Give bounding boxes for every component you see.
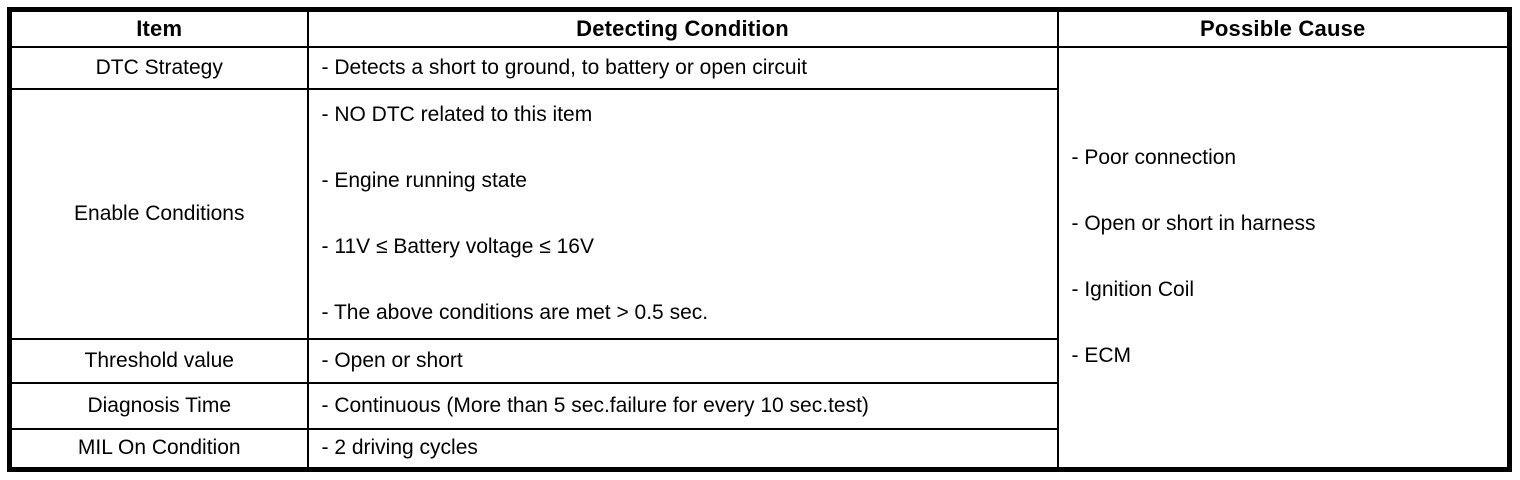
column-header-possible-cause: Possible Cause <box>1056 8 1511 48</box>
possible-cause-item: - Poor connection <box>1071 146 1237 170</box>
possible-cause-item: - ECM <box>1071 344 1132 368</box>
table-row-enable-conditions: Enable Conditions - NO DTC related to th… <box>8 87 1510 340</box>
condition-threshold-value: - Open or short <box>306 337 1059 384</box>
condition-enable-conditions: - NO DTC related to this item - Engine r… <box>306 87 1059 340</box>
item-label-threshold-value: Threshold value <box>8 337 309 384</box>
possible-cause-cell: - Poor connection - Open or short in har… <box>1056 45 1511 471</box>
enable-conditions-list: - NO DTC related to this item - Engine r… <box>322 103 1057 325</box>
enable-condition-item: - 11V ≤ Battery voltage ≤ 16V <box>321 234 594 258</box>
header-row: Item Detecting Condition Possible Cause <box>8 8 1511 48</box>
possible-cause-list: - Poor connection - Open or short in har… <box>1072 146 1508 368</box>
possible-cause-item: - Open or short in harness <box>1071 212 1316 236</box>
table-row-threshold-value: Threshold value - Open or short <box>8 337 1510 384</box>
condition-dtc-strategy: - Detects a short to ground, to battery … <box>306 45 1059 90</box>
condition-diagnosis-time: - Continuous (More than 5 sec.failure fo… <box>306 381 1059 430</box>
enable-condition-item: - The above conditions are met > 0.5 sec… <box>321 300 709 324</box>
column-header-item: Item <box>8 8 309 48</box>
column-header-detecting-condition: Detecting Condition <box>306 8 1059 48</box>
condition-mil-on-condition: - 2 driving cycles <box>306 427 1059 471</box>
item-label-mil-on-condition: MIL On Condition <box>8 427 309 471</box>
enable-condition-item: - Engine running state <box>321 168 527 192</box>
enable-condition-item: - NO DTC related to this item <box>321 102 593 126</box>
table-row-mil-on-condition: MIL On Condition - 2 driving cycles <box>8 427 1510 471</box>
table-row-diagnosis-time: Diagnosis Time - Continuous (More than 5… <box>8 381 1510 430</box>
item-label-dtc-strategy: DTC Strategy <box>8 45 309 90</box>
item-label-diagnosis-time: Diagnosis Time <box>8 381 309 430</box>
item-label-enable-conditions: Enable Conditions <box>8 87 309 340</box>
possible-cause-item: - Ignition Coil <box>1071 278 1195 302</box>
dtc-detecting-condition-table: Item Detecting Condition Possible Cause … <box>7 7 1512 472</box>
table-row-dtc-strategy: DTC Strategy - Detects a short to ground… <box>8 45 1511 471</box>
